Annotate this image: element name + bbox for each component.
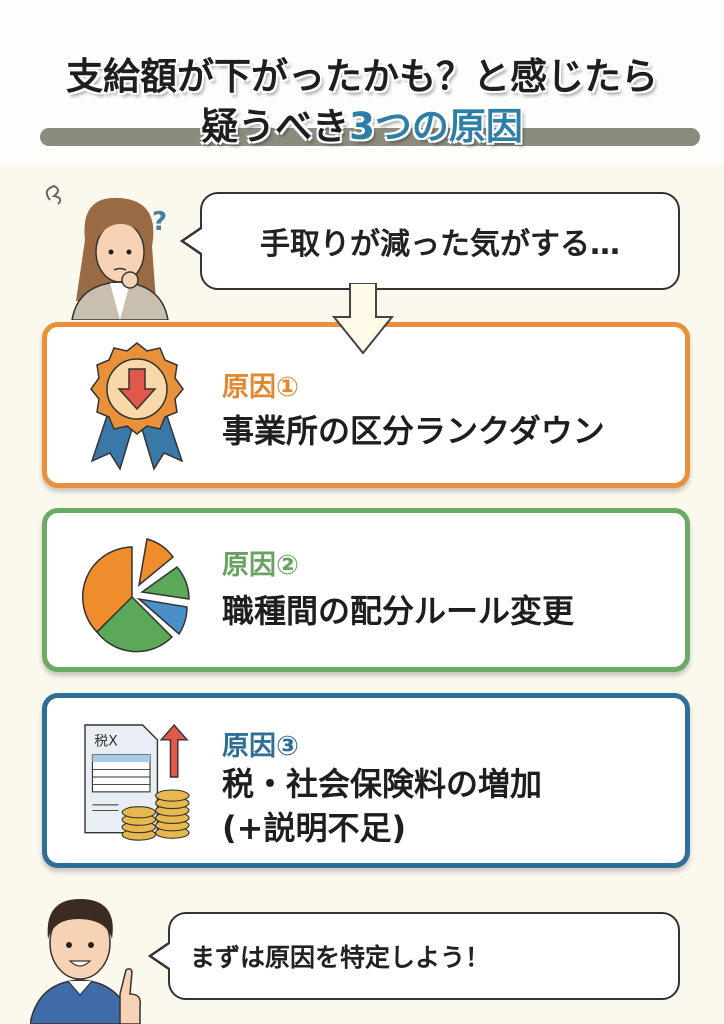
pointing-hand [119,968,142,1024]
worry-text: 手取りが減った気がする… [260,227,620,262]
title-line-2: 疑うべき3つの原因 [0,96,724,150]
title-underline-bar [40,128,700,146]
pie-chart-icon [81,538,190,653]
advice-speech-bubble: まずは原因を特定しよう！ [148,912,680,1000]
worried-woman-illustration: ? [45,184,169,320]
cause-1-text: 事業所の区分ランクダウン [222,412,605,450]
title-prefix: 疑うべき [201,105,350,148]
title-line-1: 支給額が下がったかも？と感じたら [66,55,658,98]
advice-text: まずは原因を特定しよう！ [190,943,491,972]
cause-3-text: 税・社会保険料の増加 (+説明不足) [222,762,542,850]
cause-1-label: 原因① [222,372,299,403]
bubble-tail [148,941,170,971]
tax-document-coins-icon: 税X [84,723,190,841]
bubble-tail [180,226,202,256]
down-arrow-icon [332,283,394,355]
cause-3-line-1: 税・社会保険料の増加 [222,765,543,803]
pointing-man-illustration [30,899,142,1024]
cause-2-text: 職種間の配分ルール変更 [222,592,575,630]
coin-stacks [121,789,190,841]
question-mark-icon: ? [152,207,167,237]
cause-card-2: 原因② 職種間の配分ルール変更 [42,508,690,672]
cause-card-3: 税X 原因③ 税・社会保険料の増加 (+説明不足) [42,693,690,868]
doc-label: 税X [94,733,118,749]
confusion-scribble-icon [45,184,62,205]
cause-3-line-2: (+説明不足) [222,809,407,847]
cause-3-label: 原因③ [222,731,299,762]
ribbon-medal-down-arrow-icon [90,342,184,471]
worry-speech-bubble: 手取りが減った気がする… [180,192,680,290]
title-highlight: 3つの原因 [349,105,523,148]
cause-2-label: 原因② [222,550,299,581]
